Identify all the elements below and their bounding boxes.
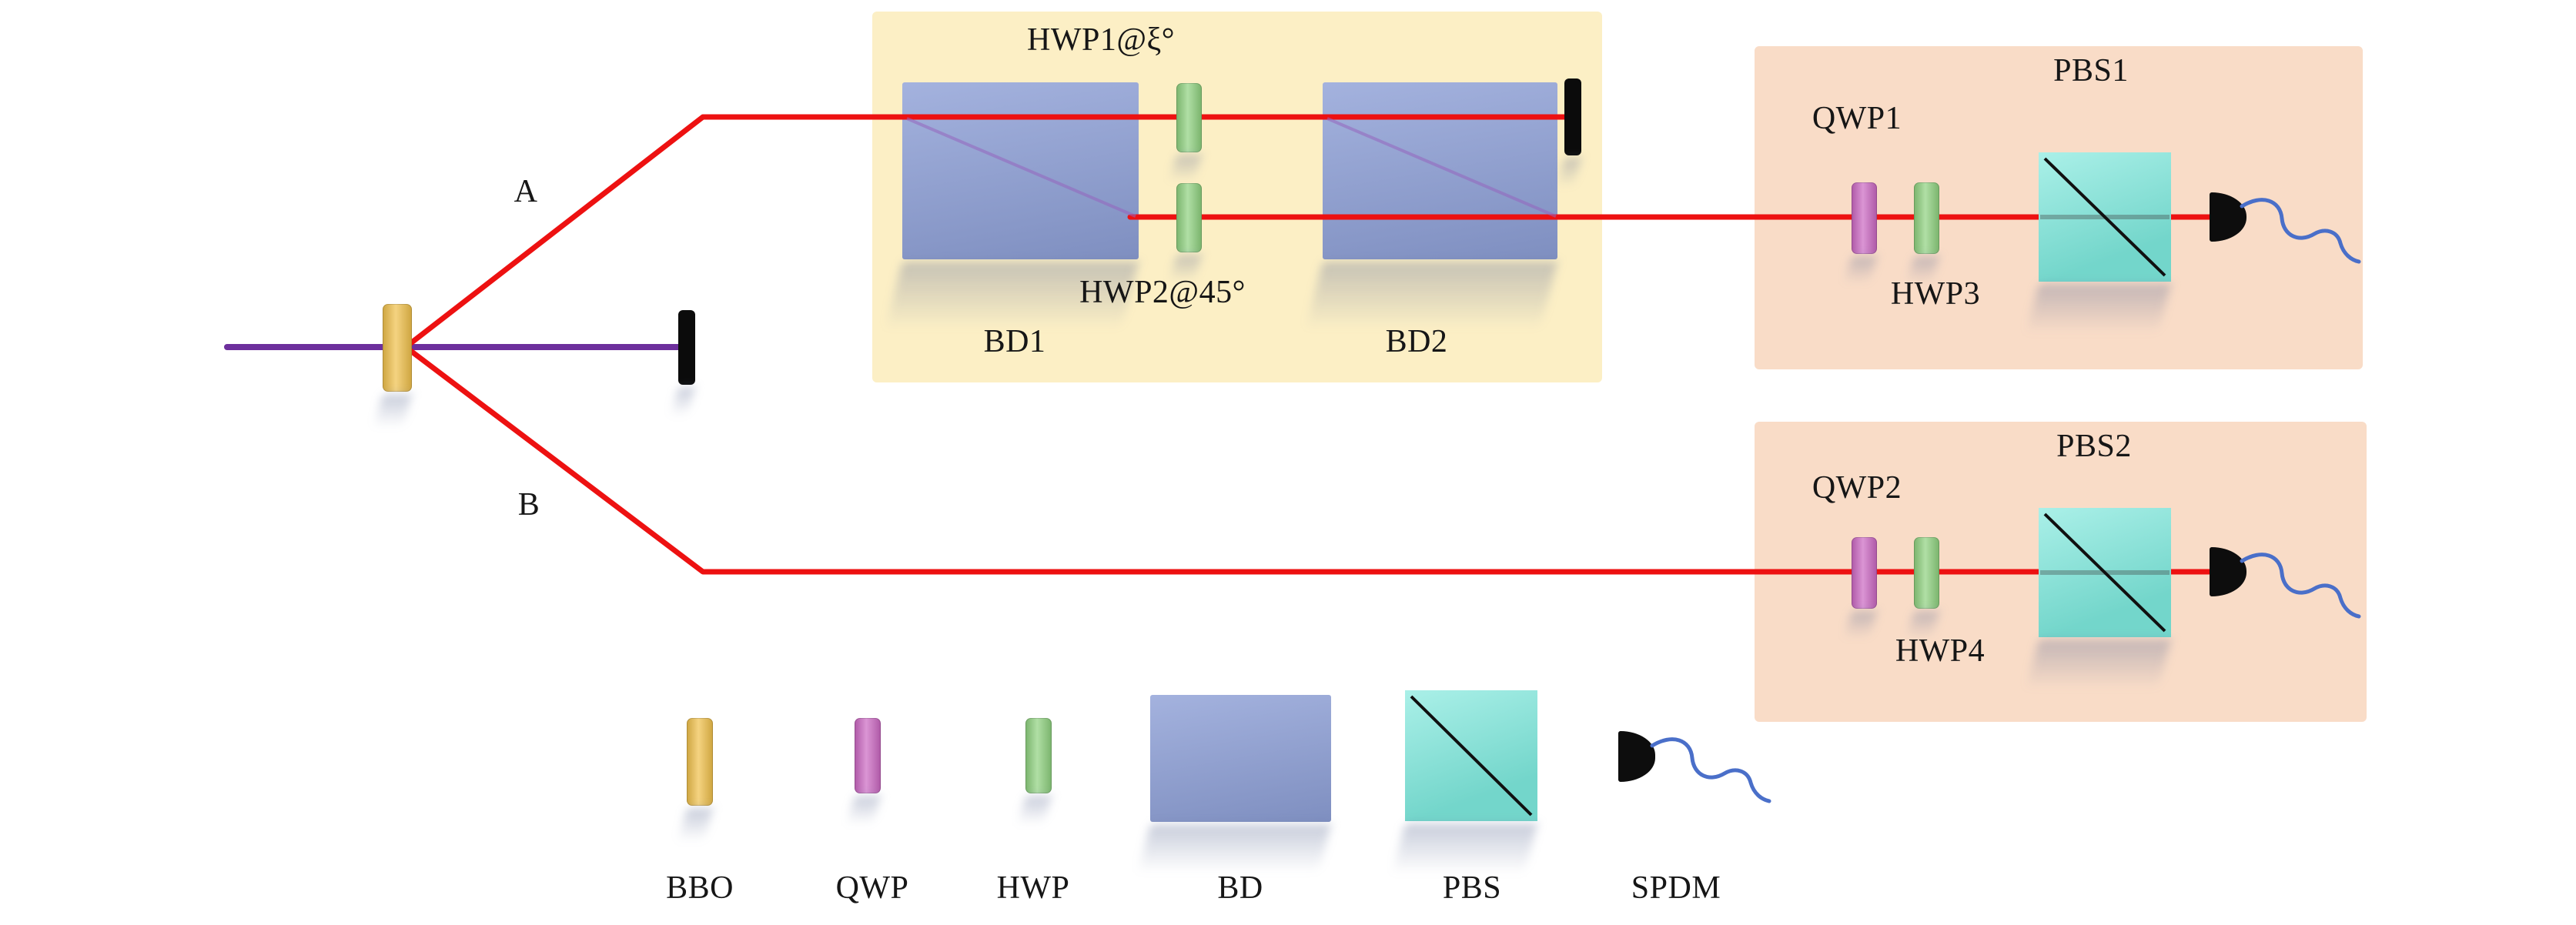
pbs1-diagonal bbox=[2040, 157, 2170, 277]
qwp2-label: QWP2 bbox=[1812, 470, 1902, 506]
qwp1-label: QWP1 bbox=[1812, 101, 1902, 136]
bd1-beam-displacer bbox=[902, 82, 1139, 259]
legend-qwp-label: QWP bbox=[835, 870, 909, 906]
legend-bbo-label: BBO bbox=[666, 870, 734, 906]
signal-beam-a-upper bbox=[403, 114, 1576, 350]
hwp3-label: HWP3 bbox=[1890, 276, 1981, 312]
hwp1-label: HWP1@ξ° bbox=[1026, 22, 1176, 58]
legend-hwp-label: HWP bbox=[996, 870, 1070, 906]
qwp1-waveplate bbox=[1852, 182, 1877, 254]
pbs1-label: PBS1 bbox=[2053, 53, 2129, 88]
legend-qwp-swatch bbox=[855, 718, 881, 793]
bd1-internal-path bbox=[906, 117, 1136, 218]
bbo-crystal bbox=[383, 304, 412, 392]
hwp2-waveplate bbox=[1176, 183, 1202, 252]
legend-hwp-swatch bbox=[1025, 718, 1052, 793]
qwp2-waveplate bbox=[1852, 537, 1877, 609]
legend-bbo-swatch bbox=[687, 718, 713, 806]
pbs2-label: PBS2 bbox=[2056, 429, 2132, 464]
bd2-internal-path bbox=[1326, 117, 1557, 218]
hwp4-label: HWP4 bbox=[1895, 633, 1986, 669]
pbs1-cube bbox=[2039, 152, 2171, 282]
path-b-label: B bbox=[517, 487, 540, 523]
hwp2-label: HWP2@45° bbox=[1079, 275, 1246, 310]
hwp3-waveplate bbox=[1914, 182, 1939, 254]
hwp4-waveplate bbox=[1914, 537, 1939, 609]
pbs2-diagonal bbox=[2040, 513, 2170, 633]
bd2-label: BD2 bbox=[1385, 324, 1448, 359]
bd1-label: BD1 bbox=[983, 324, 1046, 359]
legend-spdm-label: SPDM bbox=[1631, 870, 1721, 906]
pump-beam-stop bbox=[678, 310, 695, 385]
bd2-beam-displacer bbox=[1323, 82, 1557, 259]
path-a-beam-stop bbox=[1564, 78, 1581, 155]
legend-bd-label: BD bbox=[1217, 870, 1263, 906]
hwp1-waveplate bbox=[1176, 83, 1202, 152]
path-a-label: A bbox=[514, 174, 538, 209]
legend-pbs-swatch bbox=[1405, 690, 1537, 821]
legend-pbs-label: PBS bbox=[1442, 870, 1502, 906]
legend-bd-swatch bbox=[1150, 695, 1331, 822]
pbs2-cube bbox=[2039, 508, 2171, 637]
legend-pbs-diagonal bbox=[1410, 695, 1533, 816]
signal-beam-b bbox=[403, 344, 2220, 575]
